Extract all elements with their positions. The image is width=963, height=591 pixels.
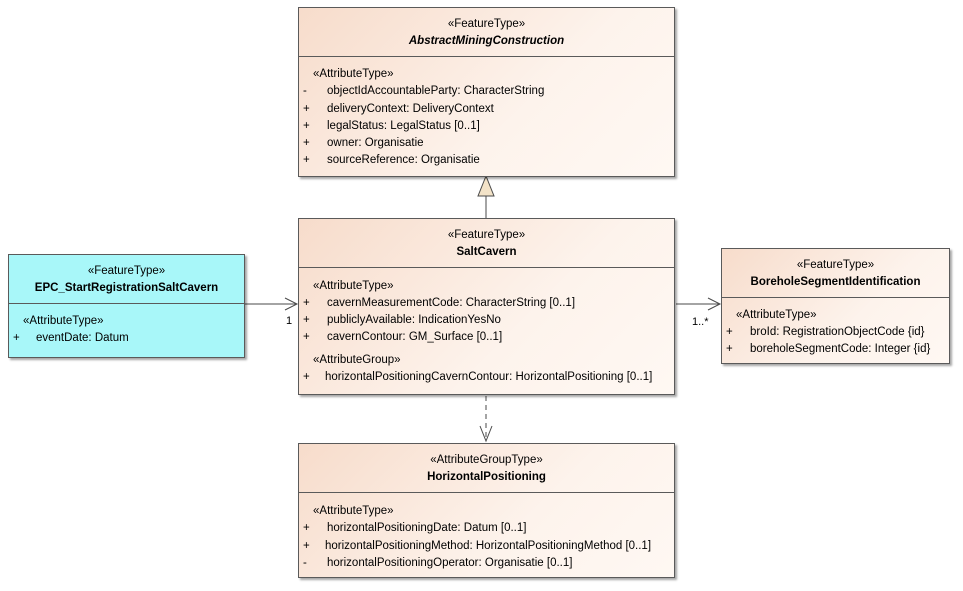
visibility-marker: + [303, 331, 310, 343]
class-horizontal-positioning[interactable]: «AttributeGroupType» HorizontalPositioni… [298, 443, 675, 578]
class-epc-start-registration-salt-cavern[interactable]: «FeatureType» EPC_StartRegistrationSaltC… [8, 254, 245, 358]
visibility-marker: + [303, 371, 310, 383]
stereotype-label: «FeatureType» [447, 18, 526, 30]
attribute-text: sourceReference: Organisatie [327, 154, 480, 166]
association-epc-arrowhead [284, 297, 299, 311]
stereotype-label: «FeatureType» [796, 259, 875, 271]
attribute-text: broId: RegistrationObjectCode {id} [750, 326, 925, 338]
section-label: «AttributeType» [313, 68, 394, 80]
class-salt-cavern[interactable]: «FeatureType» SaltCavern «AttributeType»… [298, 218, 675, 395]
class-name: BoreholeSegmentIdentification [750, 276, 921, 288]
visibility-marker: + [303, 540, 310, 552]
stereotype-label: «AttributeGroupType» [430, 454, 543, 466]
class-borehole-segment-identification[interactable]: «FeatureType» BoreholeSegmentIdentificat… [721, 248, 950, 364]
attribute-text: eventDate: Datum [36, 332, 129, 344]
section-label: «AttributeGroup» [313, 354, 401, 366]
multiplicity-borehole: 1..* [692, 316, 709, 328]
class-name: AbstractMiningConstruction [408, 35, 565, 47]
visibility-marker: + [13, 332, 20, 344]
class-header: «AttributeGroupType» HorizontalPositioni… [299, 444, 674, 493]
class-header: «FeatureType» AbstractMiningConstruction [299, 8, 674, 57]
class-abstract-mining-construction[interactable]: «FeatureType» AbstractMiningConstruction… [298, 7, 675, 177]
attribute-text: horizontalPositioningOperator: Organisat… [327, 557, 573, 569]
visibility-marker: + [303, 314, 310, 326]
class-header: «FeatureType» EPC_StartRegistrationSaltC… [9, 255, 244, 304]
visibility-marker: + [726, 343, 733, 355]
generalization-arrowhead [477, 174, 495, 197]
attribute-text: objectIdAccountableParty: CharacterStrin… [327, 85, 545, 97]
class-name: HorizontalPositioning [427, 471, 546, 483]
visibility-marker: - [303, 557, 307, 569]
attribute-text: deliveryContext: DeliveryContext [327, 103, 494, 115]
section-label: «AttributeType» [736, 309, 817, 321]
visibility-marker: + [303, 522, 310, 534]
attribute-text: boreholeSegmentCode: Integer {id} [750, 343, 931, 355]
class-name: SaltCavern [456, 246, 517, 258]
attribute-text: horizontalPositioningDate: Datum [0..1] [327, 522, 527, 534]
attribute-text: legalStatus: LegalStatus [0..1] [327, 120, 480, 132]
attribute-text: owner: Organisatie [327, 137, 424, 149]
attribute-text: cavernContour: GM_Surface [0..1] [327, 331, 503, 343]
dependency-arrowhead [479, 425, 493, 443]
visibility-marker: + [303, 137, 310, 149]
attribute-text: horizontalPositioningMethod: HorizontalP… [325, 540, 652, 552]
visibility-marker: + [303, 297, 310, 309]
section-label: «AttributeType» [313, 280, 394, 292]
section-label: «AttributeType» [313, 505, 394, 517]
attribute-text: publiclyAvailable: IndicationYesNo [327, 314, 501, 326]
stereotype-label: «FeatureType» [447, 229, 526, 241]
association-borehole-arrowhead [707, 297, 722, 311]
visibility-marker: + [726, 326, 733, 338]
section-label: «AttributeType» [23, 315, 104, 327]
multiplicity-epc: 1 [286, 315, 293, 327]
visibility-marker: + [303, 154, 310, 166]
attribute-text: cavernMeasurementCode: CharacterString [… [327, 297, 576, 309]
stereotype-label: «FeatureType» [87, 265, 166, 277]
class-header: «FeatureType» BoreholeSegmentIdentificat… [722, 249, 949, 298]
visibility-marker: - [303, 85, 307, 97]
visibility-marker: + [303, 103, 310, 115]
visibility-marker: + [303, 120, 310, 132]
class-name: EPC_StartRegistrationSaltCavern [34, 282, 219, 294]
attribute-text: horizontalPositioningCavernContour: Hori… [325, 371, 653, 383]
class-header: «FeatureType» SaltCavern [299, 219, 674, 268]
